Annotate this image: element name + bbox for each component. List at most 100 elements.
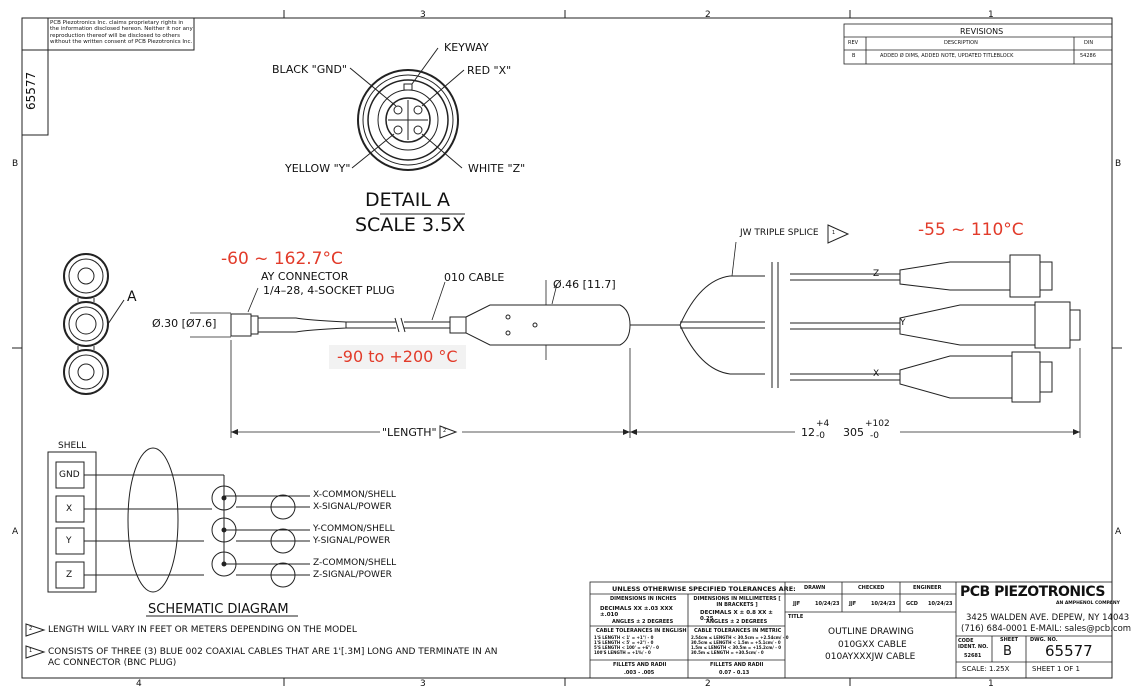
pin-gnd: GND bbox=[59, 470, 80, 480]
detail-scale: SCALE 3.5X bbox=[355, 214, 466, 236]
proprietary-note: PCB Piezotronics Inc. claims proprietary… bbox=[50, 20, 193, 45]
length-label: "LENGTH" bbox=[382, 426, 437, 439]
white-z-label: WHITE "Z" bbox=[468, 162, 526, 175]
note-text: CONSISTS OF THREE (3) BLUE 002 COAXIAL C… bbox=[48, 647, 498, 657]
tail-mm-minus: -0 bbox=[870, 431, 879, 441]
fillets-inch: .003 - .005 bbox=[624, 670, 655, 676]
tail-mm: 305 bbox=[843, 426, 864, 439]
scale-value: SCALE: 1.25X bbox=[962, 665, 1010, 673]
output-label: X-COMMON/SHELL bbox=[313, 490, 396, 500]
title-line: OUTLINE DRAWING bbox=[828, 627, 914, 637]
detail-title: DETAIL A bbox=[365, 189, 450, 211]
cable-eng-row: 5'S LENGTH < 100' = +6"/ - 0 bbox=[594, 645, 659, 650]
tail-minus: -0 bbox=[816, 431, 825, 441]
din-header: DIN bbox=[1084, 40, 1094, 46]
zone-label: 2 bbox=[705, 679, 711, 689]
note-text: AC CONNECTOR (BNC PLUG) bbox=[48, 658, 177, 668]
engineer-by: GCD bbox=[906, 601, 918, 607]
description-header: DESCRIPTION bbox=[944, 40, 978, 46]
checked-date: 10/24/23 bbox=[871, 601, 896, 607]
code-value: 52681 bbox=[964, 653, 982, 659]
mm-decimals: DECIMALS X ± 0.8 XX ± 0.25 bbox=[700, 610, 773, 623]
dwg-label: DWG. NO. bbox=[1030, 637, 1058, 643]
red-x-label: RED "X" bbox=[467, 64, 512, 77]
sheet-rev: B bbox=[1003, 644, 1012, 659]
schematic-lines bbox=[47, 447, 310, 593]
drawn-date: 10/24/23 bbox=[815, 601, 840, 607]
cable-label: 010 CABLE bbox=[444, 271, 505, 284]
inch-angles: ANGLES ± 2 DEGREES bbox=[612, 619, 674, 625]
zone-label: 4 bbox=[136, 679, 142, 689]
output-label: Y-COMMON/SHELL bbox=[313, 524, 395, 534]
cable-met-row: 2.54cm ≤ LENGTH < 30.5cm = +2.54cm/ - 0 bbox=[691, 635, 789, 640]
zone-label: 3 bbox=[420, 679, 426, 689]
cable-met-row: 30.5m ≤ LENGTH = +30.5cm/ - 0 bbox=[691, 650, 764, 655]
company-logo: PCB PIEZOTRONICS bbox=[960, 584, 1105, 600]
cable-side-view bbox=[230, 254, 1081, 403]
output-label: X-SIGNAL/POWER bbox=[313, 502, 392, 512]
yellow-y-label: YELLOW "Y" bbox=[285, 162, 351, 175]
zone-label: B bbox=[1115, 159, 1122, 169]
pin-x: X bbox=[66, 504, 73, 514]
black-gnd-label: BLACK "GND" bbox=[272, 63, 347, 76]
tolerances-title: UNLESS OTHERWISE SPECIFIED TOLERANCES AR… bbox=[612, 585, 796, 593]
schematic-title: SCHEMATIC DIAGRAM bbox=[148, 602, 289, 617]
rev-din: 54286 bbox=[1080, 53, 1096, 59]
zone-label: 1 bbox=[988, 10, 994, 20]
sheet-count: SHEET 1 OF 1 bbox=[1032, 665, 1080, 673]
leg-x-label: X bbox=[873, 369, 880, 379]
revisions-title: REVISIONS bbox=[960, 27, 1004, 36]
temp-range-right: -55 ~ 110°C bbox=[918, 220, 1024, 240]
dwg-number: 65577 bbox=[1045, 642, 1093, 660]
company-address: 3425 WALDEN AVE. DEPEW, NY 14043 bbox=[966, 613, 1130, 623]
pin-y: Y bbox=[66, 536, 72, 546]
cable-eng-row: 1'S LENGTH < 5' = +2"/ - 0 bbox=[594, 640, 654, 645]
length-note-flag: 2 bbox=[443, 428, 447, 434]
inch-decimals: DECIMALS XX ±.03 XXX ±.010 bbox=[600, 606, 673, 619]
ay-connector-label: AY CONNECTOR bbox=[261, 270, 349, 283]
keyway-label: KEYWAY bbox=[444, 41, 489, 54]
cable-english-head: CABLE TOLERANCES IN ENGLISH bbox=[596, 628, 687, 634]
drawn-by: JJF bbox=[793, 601, 801, 607]
pin-z: Z bbox=[66, 570, 73, 580]
side-drawing-number: 65577 bbox=[24, 71, 38, 110]
tail-mm-plus: +102 bbox=[865, 419, 890, 429]
mm-angles: ANGLES ± 2 DEGREES bbox=[706, 619, 768, 625]
fillets-mm: 0.07 - 0.13 bbox=[719, 670, 750, 676]
engineer-header: ENGINEER bbox=[913, 585, 942, 591]
detail-a-connector bbox=[349, 47, 465, 171]
output-label: Z-SIGNAL/POWER bbox=[313, 570, 392, 580]
mm-header: DIMENSIONS IN MILLIMETERS [ IN BRACKETS … bbox=[693, 596, 781, 608]
title-label: TITLE bbox=[788, 614, 804, 620]
output-label: Z-COMMON/SHELL bbox=[313, 558, 397, 568]
cable-met-row: 30.5cm ≤ LENGTH < 1.5m = +5.1cm/ - 0 bbox=[691, 640, 781, 645]
leg-z-label: Z bbox=[873, 269, 880, 279]
rev-description: ADDED Ø DIMS, ADDED NOTE, UPDATED TITLEB… bbox=[880, 53, 1014, 59]
zone-label: 1 bbox=[988, 679, 994, 689]
fillets-label: FILLETS AND RADII bbox=[613, 662, 667, 668]
note-flag: 1 bbox=[29, 648, 33, 654]
detail-ref: A bbox=[127, 289, 137, 305]
engineer-date: 10/24/23 bbox=[928, 601, 953, 607]
cable-met-row: 1.5m ≤ LENGTH < 30.5m = +15.2cm/ - 0 bbox=[691, 645, 782, 650]
zone-label: A bbox=[12, 527, 19, 537]
diameter-splice: Ø.46 [11.7] bbox=[553, 278, 616, 291]
tail-length: 12 bbox=[801, 426, 815, 439]
code-label: CODE IDENT. NO. bbox=[958, 638, 989, 650]
company-sub: AN AMPHENOL COMPANY bbox=[1056, 601, 1120, 606]
end-view-stack bbox=[63, 253, 125, 395]
company-phone: (716) 684-0001 E-MAIL: sales@pcb.com bbox=[961, 624, 1131, 634]
rev-value: B bbox=[852, 53, 856, 59]
note-flag: 2 bbox=[29, 626, 33, 632]
rev-header: REV bbox=[848, 40, 859, 46]
zone-label: 2 bbox=[705, 10, 711, 20]
inch-header: DIMENSIONS IN INCHES bbox=[610, 596, 677, 602]
cable-eng-row: 100'S LENGTH = +1%/ - 0 bbox=[594, 650, 651, 655]
drawn-header: DRAWN bbox=[804, 585, 826, 591]
zone-label: A bbox=[1115, 527, 1122, 537]
tail-plus: +4 bbox=[816, 419, 830, 429]
shell-label: SHELL bbox=[58, 441, 87, 451]
ay-connector-spec: 1/4–28, 4-SOCKET PLUG bbox=[263, 284, 395, 297]
splice-note-flag: 1 bbox=[832, 230, 836, 236]
